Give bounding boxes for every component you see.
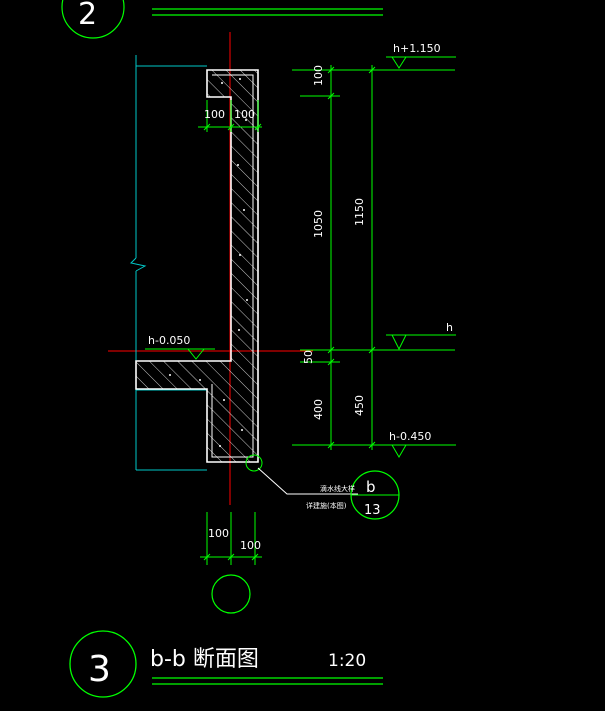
- section-scale: 1:20: [328, 651, 366, 671]
- dim-inner-1050: 1050: [312, 210, 325, 238]
- axis-bubble: [211, 574, 251, 614]
- elevation-bottom-label: h-0.450: [389, 430, 431, 443]
- elevation-top-label: h+1.150: [393, 42, 441, 55]
- dim-top-100-b: 100: [234, 108, 255, 121]
- elevation-left: h-0.050: [145, 334, 215, 360]
- detail-number-circle: [69, 630, 137, 698]
- concrete-section: [135, 69, 263, 472]
- dim-inner-400: 400: [312, 399, 325, 420]
- elevation-mid-label: h: [446, 321, 453, 334]
- elevation-mid: h: [386, 321, 456, 351]
- extension-lines: [129, 55, 207, 471]
- vertical-dim-labels: 100 1050 50 400 1150 450: [302, 65, 366, 420]
- top-detail-number: 2: [78, 0, 97, 32]
- callout-ref-top: b: [366, 478, 376, 496]
- section-profile: [135, 69, 259, 463]
- dim-bottom-100-b: 100: [240, 539, 261, 552]
- detail-number: 3: [88, 649, 111, 690]
- callout-ref-bottom: 13: [364, 503, 381, 518]
- dim-inner-100: 100: [312, 65, 325, 86]
- callout-note-line1: 滴水线大样: [320, 484, 355, 493]
- elevation-left-label: h-0.050: [148, 334, 190, 347]
- dim-top-100-a: 100: [204, 108, 225, 121]
- section-title: b-b 断面图: [150, 647, 259, 672]
- top-title-block: 2: [61, 0, 383, 39]
- title-block: 3 b-b 断面图 1:20: [69, 630, 383, 698]
- vertical-dims: [292, 65, 455, 450]
- dim-outer-450: 450: [353, 395, 366, 416]
- top-width-dims: [198, 100, 262, 132]
- top-detail-circle: [61, 0, 125, 39]
- elevation-bottom: h-0.450: [386, 430, 456, 458]
- callout-note-line2: 详建施(本图): [306, 501, 347, 510]
- dim-inner-50: 50: [302, 350, 315, 364]
- dim-outer-1150: 1150: [353, 198, 366, 226]
- bottom-width-dims: [200, 512, 262, 565]
- elevation-top: h+1.150: [386, 42, 456, 69]
- dim-bottom-100-a: 100: [208, 527, 229, 540]
- drip-detail-callout: b 13 滴水线大样 详建施(本图): [257, 467, 400, 520]
